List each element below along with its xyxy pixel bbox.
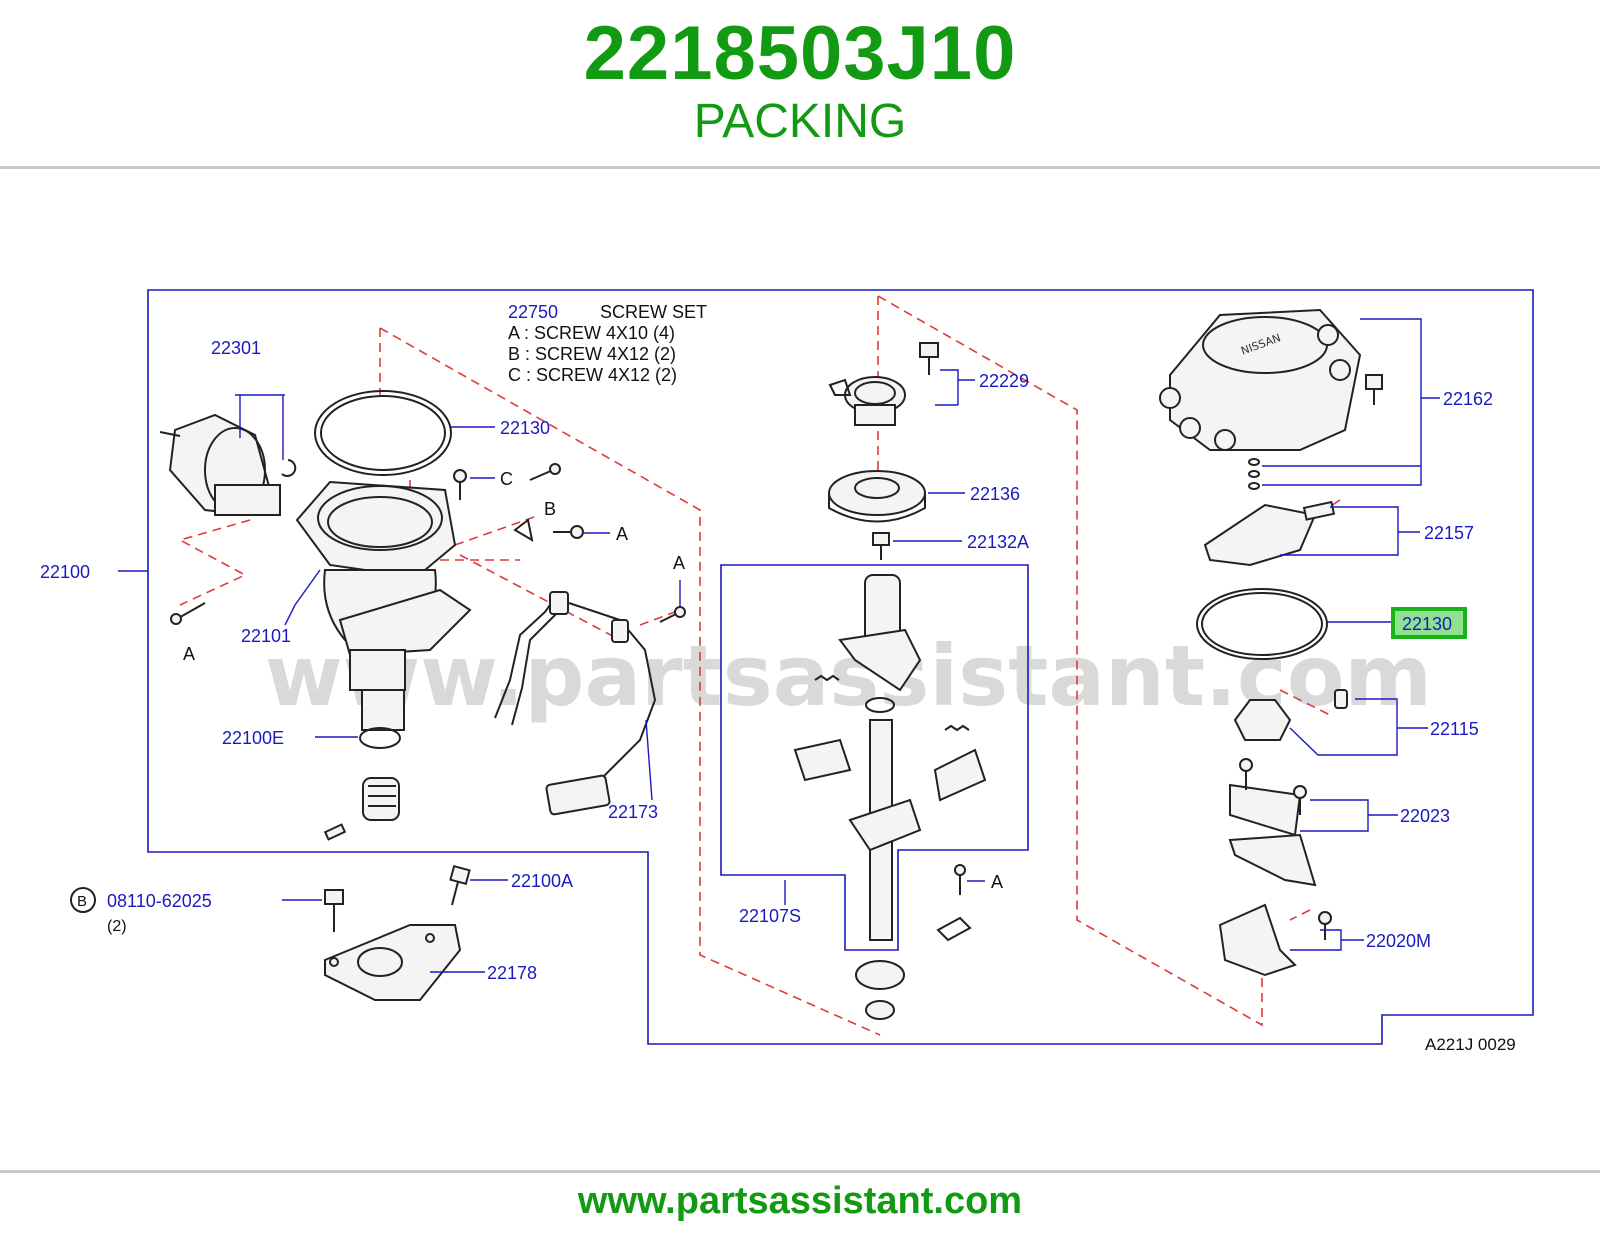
- shaft-assembly-frame: [720, 564, 1029, 951]
- distributor-housing-part: [295, 480, 472, 731]
- plate-22023-part: [1228, 758, 1317, 887]
- label-22023: 22023: [1400, 806, 1450, 826]
- label-22020M: 22020M: [1366, 931, 1431, 951]
- screw-set-row-a: A : SCREW 4X10 (4): [508, 323, 675, 343]
- leader-22229: [935, 369, 975, 406]
- assembly-frame: [147, 289, 1534, 1045]
- screw-a-right-top: [659, 606, 686, 623]
- screw-a-middle: [553, 525, 584, 539]
- packing-ring-part-inner: [1201, 592, 1323, 656]
- packing-ring-part: [1196, 588, 1328, 660]
- leader-22173: [645, 719, 653, 801]
- leader-22101: [284, 569, 321, 626]
- bolt-callout-circle: [70, 887, 96, 913]
- label-22157: 22157: [1424, 523, 1474, 543]
- leader-22162: [1262, 318, 1440, 486]
- assembly-line-left: [177, 327, 881, 1036]
- bolt-callout-letter: B: [77, 893, 87, 910]
- clip-part: [513, 518, 534, 542]
- gasket-ring-top-inner: [320, 395, 446, 471]
- screw-b: [529, 463, 561, 481]
- screw-set-row-c: C : SCREW 4X12 (2): [508, 365, 677, 385]
- screw-set-row-b: B : SCREW 4X12 (2): [508, 344, 676, 364]
- label-22130-highlight[interactable]: 22130: [1402, 614, 1452, 634]
- screw-22132A: [872, 532, 890, 560]
- label-22100A: 22100A: [511, 871, 573, 891]
- leader-22020M: [1290, 929, 1364, 951]
- footer-url[interactable]: www.partsassistant.com: [577, 1180, 1023, 1222]
- page-header: 2218503J10 PACKING: [0, 0, 1600, 168]
- screw-set-title: SCREW SET: [600, 302, 707, 322]
- leader-22301: [235, 394, 285, 460]
- rotor-22157-part: [1203, 500, 1336, 567]
- letter-a-middle: A: [616, 524, 628, 544]
- label-22173: 22173: [608, 802, 658, 822]
- highlight-box[interactable]: [1391, 607, 1467, 639]
- label-22162: 22162: [1443, 389, 1493, 409]
- parts-diagram: www.partsassistant.com 22301 22130 22101…: [40, 289, 1534, 1054]
- label-22130-top: 22130: [500, 418, 550, 438]
- leader-22115: [1289, 698, 1428, 756]
- letter-a-center: A: [991, 872, 1003, 892]
- leader-22023: [1300, 799, 1398, 832]
- vacuum-controller-part: [159, 413, 297, 517]
- screw-22100A: [449, 864, 471, 906]
- label-22101: 22101: [241, 626, 291, 646]
- label-22115: 22115: [1430, 719, 1479, 739]
- rotor-base-22115-part: [1233, 689, 1348, 741]
- part-number-title: 2218503J10: [583, 11, 1017, 96]
- screw-set-code: 22750: [508, 302, 558, 322]
- o-ring-part: [359, 727, 401, 749]
- mounting-plate-part: [324, 924, 462, 1001]
- clip-center-part: [936, 916, 972, 942]
- plate-22136-part: [828, 470, 926, 523]
- screw-c: [453, 469, 467, 500]
- label-22100: 22100: [40, 562, 90, 582]
- bolt-part: [324, 889, 344, 932]
- label-22132A: 22132A: [967, 532, 1029, 552]
- distributor-cap-part: NISSAN: [1159, 308, 1362, 451]
- wiring-harness-part: [494, 591, 657, 816]
- part-name-subtitle: PACKING: [693, 95, 907, 148]
- leader-22157: [1280, 506, 1420, 556]
- footer-divider: [0, 1170, 1600, 1173]
- letter-a-left: A: [183, 644, 195, 664]
- screw-a-center: [954, 864, 966, 895]
- label-22178: 22178: [487, 963, 537, 983]
- label-bolt-qty: (2): [107, 918, 127, 935]
- shaft-assembly-part: [793, 574, 987, 1020]
- label-bolt-code: 08110-62025: [107, 891, 212, 911]
- pickup-22020M-part: [1218, 903, 1332, 977]
- label-22301: 22301: [211, 338, 261, 358]
- letter-c: C: [500, 469, 513, 489]
- label-22100E: 22100E: [222, 728, 284, 748]
- screw-a-left: [170, 602, 206, 625]
- label-22229: 22229: [979, 371, 1029, 391]
- label-22107S: 22107S: [739, 906, 801, 926]
- gasket-ring-top: [314, 390, 452, 476]
- label-22136: 22136: [970, 484, 1020, 504]
- letter-a-right-top: A: [673, 553, 685, 573]
- header-divider: [0, 166, 1600, 169]
- letter-b: B: [544, 499, 556, 519]
- bearing-22229-part: [828, 376, 906, 426]
- diagram-code: A221J 0029: [1425, 1035, 1516, 1054]
- drive-gear-part: [323, 777, 400, 841]
- screw-22162: [1248, 374, 1383, 490]
- screw-22229: [919, 342, 939, 375]
